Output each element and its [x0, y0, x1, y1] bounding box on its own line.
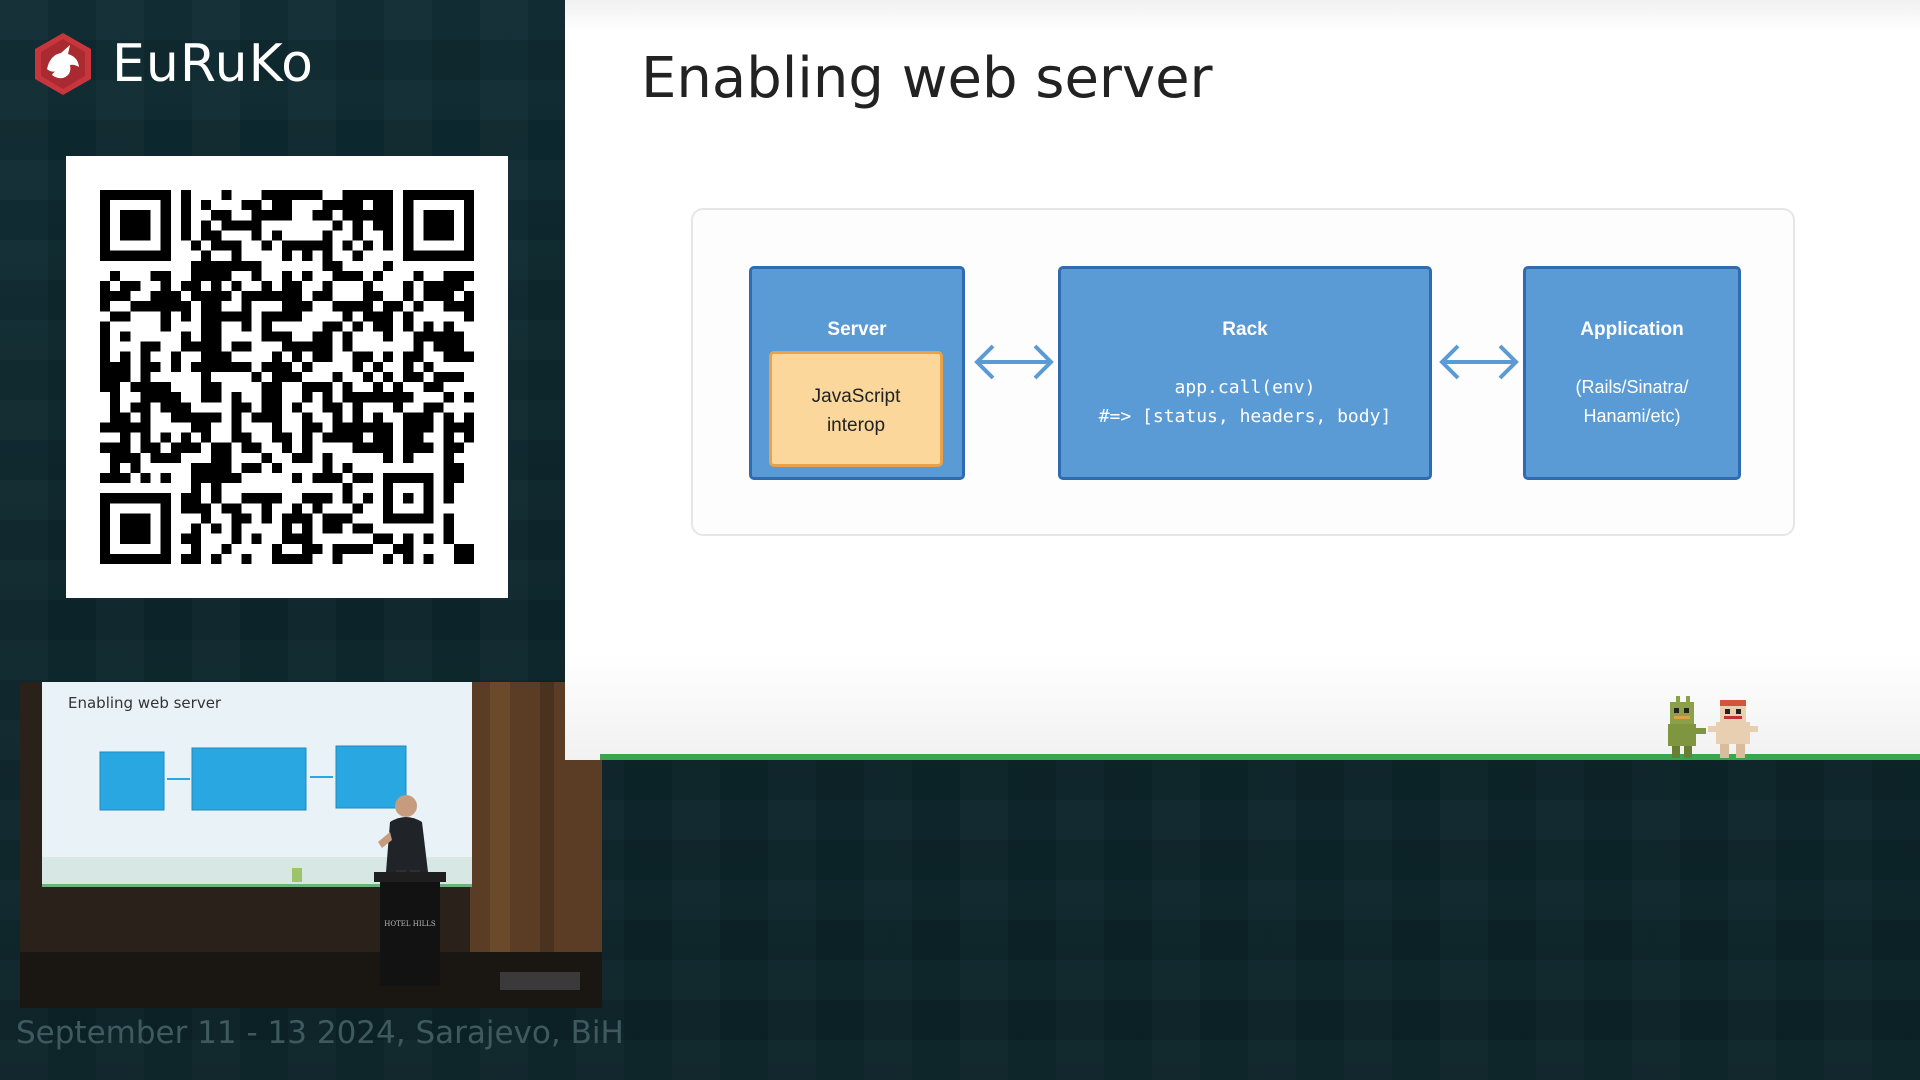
qr-code[interactable]: [66, 156, 508, 598]
presentation-slide: Enabling web server Server JavaScript in…: [565, 0, 1920, 760]
application-block-title: Application: [1526, 319, 1738, 341]
server-block-title: Server: [752, 319, 962, 341]
speaker-camera-feed: Enabling web server HOTEL HILLS: [20, 682, 602, 1008]
rack-code-line-1: app.call(env): [1061, 373, 1429, 402]
bidirectional-arrow-icon: [971, 340, 1057, 384]
ruby-bull-logo-icon: [30, 31, 96, 97]
bidirectional-arrow-icon: [1436, 340, 1522, 384]
qr-code-icon: [100, 190, 474, 564]
rack-block-title: Rack: [1061, 319, 1429, 341]
camera-slide-title: Enabling web server: [68, 694, 222, 712]
pixel-mascots-icon: [1664, 694, 1760, 760]
application-line-2: Hanami/etc): [1526, 402, 1738, 431]
rack-block-code: app.call(env) #=> [status, headers, body…: [1061, 373, 1429, 431]
application-line-1: (Rails/Sinatra/: [1526, 373, 1738, 402]
application-block: Application (Rails/Sinatra/ Hanami/etc): [1523, 266, 1741, 480]
event-date-location: September 11 - 13 2024, Sarajevo, BiH: [16, 1015, 624, 1051]
javascript-interop-label: JavaScript interop: [772, 382, 940, 440]
slide-title: Enabling web server: [641, 46, 1213, 111]
javascript-interop-box: JavaScript interop: [769, 351, 943, 467]
rack-code-line-2: #=> [status, headers, body]: [1061, 402, 1429, 431]
podium-text: HOTEL HILLS: [384, 920, 436, 928]
server-block: Server JavaScript interop: [749, 266, 965, 480]
rack-block: Rack app.call(env) #=> [status, headers,…: [1058, 266, 1432, 480]
brand-name: EuRuKo: [112, 34, 314, 94]
application-block-body: (Rails/Sinatra/ Hanami/etc): [1526, 373, 1738, 431]
brand: EuRuKo: [30, 28, 314, 100]
architecture-diagram: Server JavaScript interop Rack app.call(…: [691, 208, 1795, 536]
